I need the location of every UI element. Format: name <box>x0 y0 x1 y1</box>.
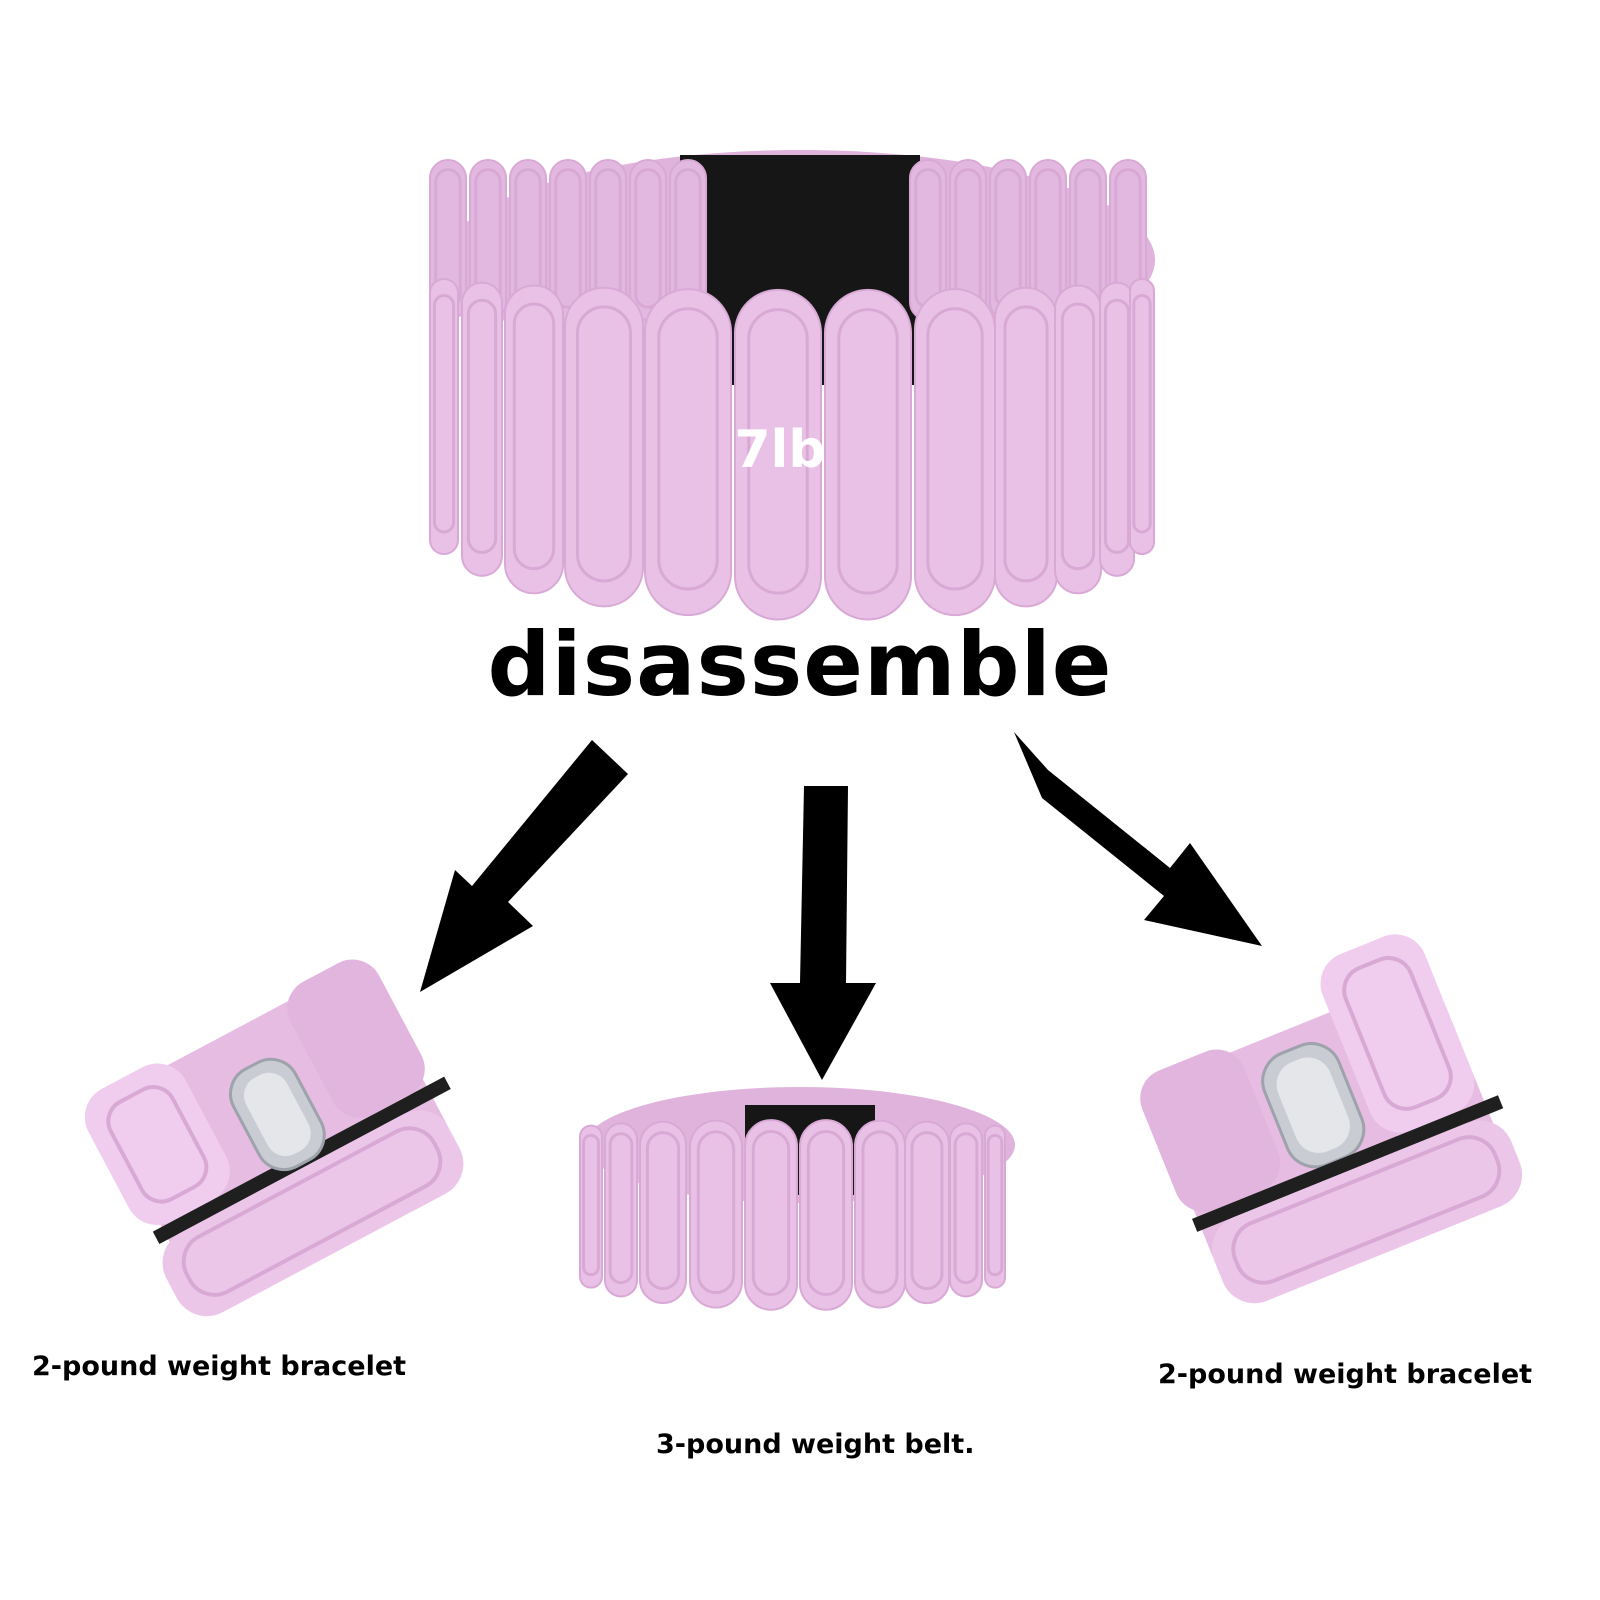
caption-center-belt: 3-pound weight belt. <box>656 1429 975 1460</box>
arrow-down-right-icon <box>1014 732 1262 946</box>
small-belt-image <box>579 1087 1015 1311</box>
headline: disassemble <box>487 613 1113 716</box>
belt-weight-label: 7lb <box>734 420 826 480</box>
arrow-down-icon <box>770 786 876 1080</box>
large-belt-image <box>429 150 1155 621</box>
right-bracelet-image <box>1140 934 1523 1304</box>
left-bracelet-image <box>84 959 464 1317</box>
caption-left-bracelet: 2-pound weight bracelet <box>32 1351 407 1382</box>
caption-right-bracelet: 2-pound weight bracelet <box>1158 1359 1533 1390</box>
arrow-down-left-icon <box>420 740 628 992</box>
